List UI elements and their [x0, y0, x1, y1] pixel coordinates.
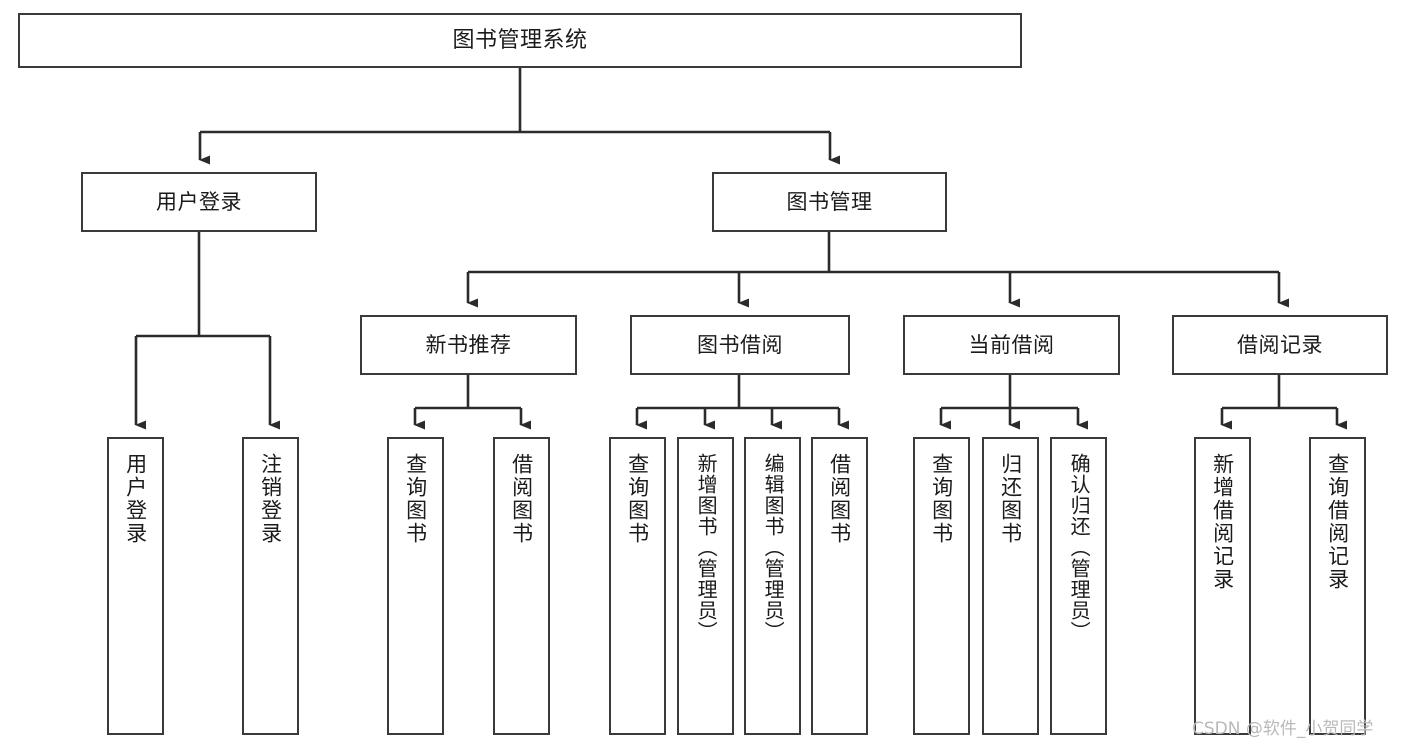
leaf-book-borrow-edit-book-admin[interactable]: 编辑图书（管理员）: [744, 437, 801, 735]
node-root-book-management-system[interactable]: 图书管理系统: [18, 13, 1022, 68]
node-label: 用户登录: [123, 453, 148, 545]
node-label: 查询图书: [403, 453, 428, 545]
node-label: 图书管理系统: [452, 27, 588, 53]
leaf-book-borrow-query-book[interactable]: 查询图书: [609, 437, 666, 735]
node-label: 图书管理: [786, 189, 873, 214]
leaf-current-borrow-query-book[interactable]: 查询图书: [913, 437, 970, 735]
node-label: 借阅记录: [1237, 332, 1323, 357]
node-label: 归还图书: [998, 453, 1023, 545]
node-book-borrow[interactable]: 图书借阅: [630, 315, 850, 375]
leaf-user-login-logout[interactable]: 注销登录: [242, 437, 299, 735]
node-label: 当前借阅: [968, 332, 1055, 357]
leaf-new-book-query-book[interactable]: 查询图书: [387, 437, 444, 735]
node-label: 用户登录: [156, 189, 242, 214]
watermark-text: CSDN @软件_小贺同学: [1192, 719, 1374, 739]
leaf-borrow-record-add-record[interactable]: 新增借阅记录: [1194, 437, 1251, 735]
node-label: 注销登录: [258, 453, 283, 545]
node-label: 编辑图书（管理员）: [761, 453, 786, 642]
node-label: 借阅图书: [509, 453, 534, 545]
node-new-book-recommend[interactable]: 新书推荐: [360, 315, 577, 375]
node-user-login[interactable]: 用户登录: [81, 172, 317, 232]
leaf-user-login-login[interactable]: 用户登录: [107, 437, 164, 735]
leaf-current-borrow-return-book[interactable]: 归还图书: [982, 437, 1039, 735]
node-label: 新书推荐: [425, 332, 512, 357]
node-label: 图书借阅: [697, 332, 783, 357]
node-label: 确认归还（管理员）: [1067, 453, 1092, 642]
node-label: 新增借阅记录: [1210, 453, 1235, 591]
leaf-current-borrow-confirm-return-admin[interactable]: 确认归还（管理员）: [1050, 437, 1107, 735]
node-label: 查询图书: [625, 453, 650, 545]
node-current-borrow[interactable]: 当前借阅: [903, 315, 1120, 375]
node-label: 查询借阅记录: [1325, 453, 1350, 591]
node-label: 查询图书: [929, 453, 954, 545]
node-book-management[interactable]: 图书管理: [712, 172, 947, 232]
leaf-book-borrow-add-book-admin[interactable]: 新增图书（管理员）: [677, 437, 734, 735]
node-label: 新增图书（管理员）: [694, 453, 719, 642]
leaf-book-borrow-borrow-book[interactable]: 借阅图书: [811, 437, 868, 735]
node-borrow-record[interactable]: 借阅记录: [1172, 315, 1388, 375]
node-label: 借阅图书: [827, 453, 852, 545]
leaf-borrow-record-query-record[interactable]: 查询借阅记录: [1309, 437, 1366, 735]
leaf-new-book-borrow-book[interactable]: 借阅图书: [493, 437, 550, 735]
